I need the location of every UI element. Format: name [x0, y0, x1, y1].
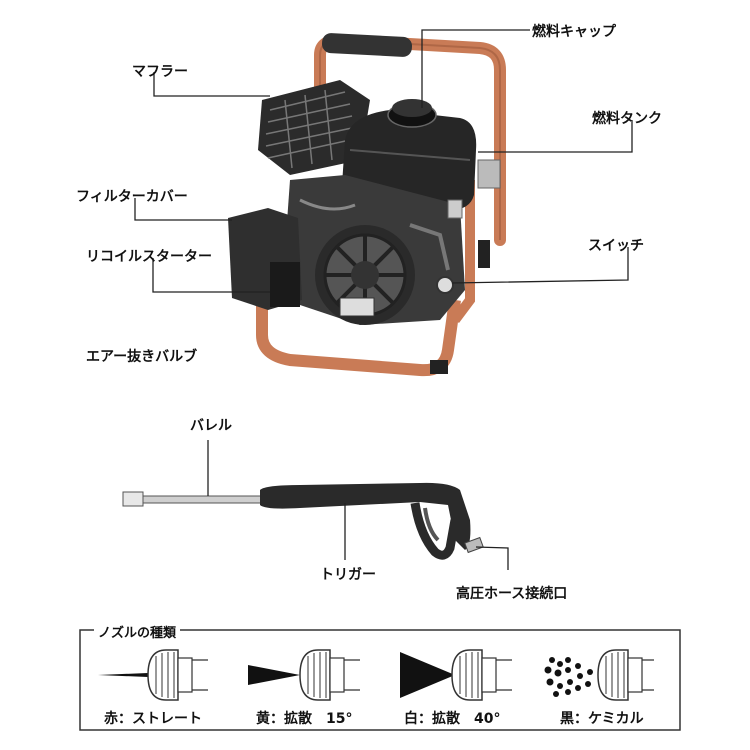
nozzle-section-frame [79, 629, 681, 731]
switch-part [436, 276, 454, 294]
nozzle-wide-fan [400, 649, 512, 701]
label-air-valve: エアー抜きバルブ [86, 349, 198, 365]
handle-grip [321, 33, 413, 57]
nozzle-label-straight: 赤：ストレート [104, 711, 202, 727]
trigger-part [423, 507, 440, 542]
spray-gun [122, 482, 484, 560]
label-barrel: バレル [190, 418, 232, 434]
recoil-starter-part [315, 225, 415, 325]
gun-leader-lines [207, 440, 509, 570]
label-fuel-cap: 燃料キャップ [532, 24, 616, 40]
nozzle-straight [98, 649, 208, 701]
label-hose-port: 高圧ホース接続口 [456, 586, 568, 602]
label-filter-cover: フィルターカバー [76, 189, 188, 205]
label-trigger: トリガー [320, 567, 376, 583]
barrel-part [127, 495, 264, 504]
nozzle-label-wide-fan: 白：拡散 40° [404, 711, 501, 727]
nozzle-label-narrow-fan: 黄：拡散 15° [256, 711, 353, 727]
muffler-part [258, 80, 370, 175]
nozzle-narrow-fan [248, 649, 360, 701]
filter-cover-part [228, 208, 302, 310]
nozzle-section-title: ノズルの種類 [94, 622, 181, 641]
pump-unit [228, 33, 506, 377]
pump-leader-lines [134, 29, 633, 293]
label-fuel-tank: 燃料タンク [592, 111, 662, 127]
label-switch: スイッチ [588, 238, 644, 254]
label-recoil-starter: リコイルスターター [86, 249, 212, 265]
nozzle-label-chemical: 黒：ケミカル [560, 711, 644, 727]
hose-port-part [464, 536, 484, 554]
nozzle-chemical [544, 649, 654, 701]
label-muffler: マフラー [132, 64, 188, 80]
